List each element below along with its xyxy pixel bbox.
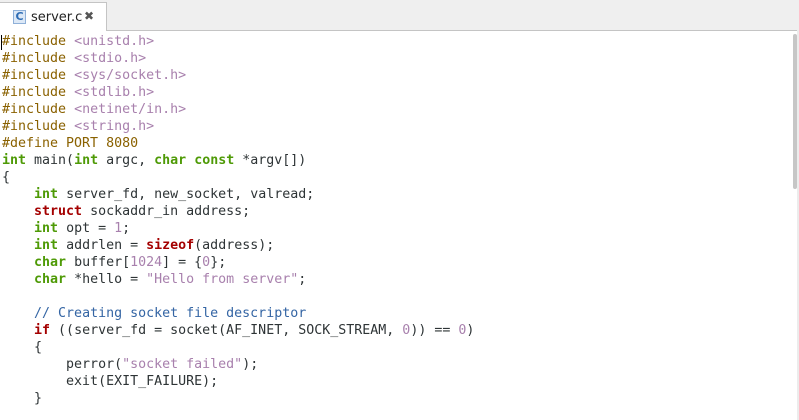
- code-line[interactable]: #include <sys/socket.h>: [2, 67, 474, 84]
- code-token: ((server_fd = socket(AF_INET, SOCK_STREA…: [50, 323, 403, 338]
- code-token: [2, 323, 34, 338]
- code-line[interactable]: }: [2, 390, 474, 407]
- code-line[interactable]: #include <stdlib.h>: [2, 84, 474, 101]
- code-line[interactable]: int main(int argc, char const *argv[]): [2, 152, 474, 169]
- type-keyword: char: [34, 255, 67, 270]
- c-file-icon: C: [13, 10, 26, 24]
- keyword: sizeof: [146, 238, 195, 253]
- code-line[interactable]: [2, 288, 474, 305]
- code-token: [186, 153, 194, 168]
- code-line[interactable]: {: [2, 169, 474, 186]
- code-line[interactable]: exit(EXIT_FAILURE);: [2, 373, 474, 390]
- number-literal: 0: [402, 323, 411, 338]
- code-token: [2, 255, 34, 270]
- code-line[interactable]: #include <unistd.h>: [2, 33, 474, 50]
- code-token: [2, 306, 34, 321]
- code-token: (address);: [194, 238, 275, 253]
- code-line[interactable]: #include <stdio.h>: [2, 50, 474, 67]
- code-token: ] = {: [162, 255, 203, 270]
- code-line[interactable]: // Creating socket file descriptor: [2, 305, 474, 322]
- code-token: ;: [122, 221, 131, 236]
- code-token: ): [466, 323, 475, 338]
- vertical-scrollbar[interactable]: [793, 34, 797, 189]
- code-token: [2, 204, 34, 219]
- tab-bar: C server.c ✖: [0, 0, 799, 31]
- code-line[interactable]: #include <netinet/in.h>: [2, 101, 474, 118]
- code-token: *argv[]): [234, 153, 307, 168]
- string-literal: "Hello from server": [146, 272, 299, 287]
- code-token: };: [210, 255, 227, 270]
- number-literal: 0: [458, 323, 467, 338]
- preprocessor-token: #include: [2, 85, 75, 100]
- number-literal: 1024: [130, 255, 163, 270]
- include-path-token: <string.h>: [74, 119, 155, 134]
- type-keyword: char: [34, 272, 67, 287]
- code-token: [2, 187, 34, 202]
- include-path-token: <unistd.h>: [74, 34, 155, 49]
- code-token: argc,: [98, 153, 155, 168]
- code-line[interactable]: #include <string.h>: [2, 118, 474, 135]
- code-line[interactable]: #define PORT 8080: [2, 135, 474, 152]
- code-editor[interactable]: #include <unistd.h>#include <stdio.h>#in…: [0, 33, 790, 420]
- code-text[interactable]: #include <unistd.h>#include <stdio.h>#in…: [2, 33, 474, 407]
- close-icon[interactable]: ✖: [84, 9, 95, 23]
- code-token: buffer[: [66, 255, 131, 270]
- keyword: struct: [34, 204, 83, 219]
- code-line[interactable]: if ((server_fd = socket(AF_INET, SOCK_ST…: [2, 322, 474, 339]
- code-line[interactable]: {: [2, 339, 474, 356]
- preprocessor-token: #define PORT 8080: [2, 136, 139, 151]
- preprocessor-token: #include: [2, 119, 75, 134]
- number-literal: 1: [114, 221, 123, 236]
- number-literal: 0: [202, 255, 211, 270]
- code-token: addrlen =: [58, 238, 147, 253]
- code-token: }: [2, 391, 43, 406]
- code-token: {: [2, 170, 11, 185]
- include-path-token: <netinet/in.h>: [74, 102, 187, 117]
- editor-right-border: [797, 30, 799, 420]
- preprocessor-token: #include: [2, 102, 75, 117]
- include-path-token: <stdio.h>: [74, 51, 147, 66]
- type-keyword: int: [34, 221, 59, 236]
- type-keyword: char: [154, 153, 187, 168]
- type-keyword: int: [2, 153, 27, 168]
- code-token: [2, 272, 34, 287]
- tab-server-c[interactable]: C server.c ✖: [0, 2, 107, 31]
- code-token: {: [2, 340, 43, 355]
- type-keyword: int: [34, 238, 59, 253]
- type-keyword: int: [74, 153, 99, 168]
- code-token: sockaddr_in address;: [82, 204, 251, 219]
- preprocessor-token: #include: [2, 51, 75, 66]
- code-token: main(: [26, 153, 75, 168]
- preprocessor-token: #include: [2, 68, 75, 83]
- code-token: [2, 238, 34, 253]
- text-cursor: [1, 35, 2, 50]
- include-path-token: <sys/socket.h>: [74, 68, 187, 83]
- code-line[interactable]: struct sockaddr_in address;: [2, 203, 474, 220]
- include-path-token: <stdlib.h>: [74, 85, 155, 100]
- code-line[interactable]: char *hello = "Hello from server";: [2, 271, 474, 288]
- type-keyword: int: [34, 187, 59, 202]
- code-token: perror(: [2, 357, 123, 372]
- tab-label[interactable]: server.c: [31, 10, 83, 25]
- code-token: opt =: [58, 221, 115, 236]
- comment: // Creating socket file descriptor: [34, 306, 307, 321]
- code-line[interactable]: int addrlen = sizeof(address);: [2, 237, 474, 254]
- code-line[interactable]: perror("socket failed");: [2, 356, 474, 373]
- code-token: )) ==: [410, 323, 459, 338]
- type-keyword: const: [194, 153, 235, 168]
- code-token: *hello =: [66, 272, 147, 287]
- code-token: ;: [298, 272, 307, 287]
- code-token: );: [242, 357, 259, 372]
- preprocessor-token: #include: [2, 34, 75, 49]
- code-token: [2, 221, 34, 236]
- code-line[interactable]: int server_fd, new_socket, valread;: [2, 186, 474, 203]
- code-token: exit(EXIT_FAILURE);: [2, 374, 219, 389]
- keyword: if: [34, 323, 51, 338]
- code-line[interactable]: char buffer[1024] = {0};: [2, 254, 474, 271]
- string-literal: "socket failed": [122, 357, 243, 372]
- code-line[interactable]: int opt = 1;: [2, 220, 474, 237]
- code-token: server_fd, new_socket, valread;: [58, 187, 315, 202]
